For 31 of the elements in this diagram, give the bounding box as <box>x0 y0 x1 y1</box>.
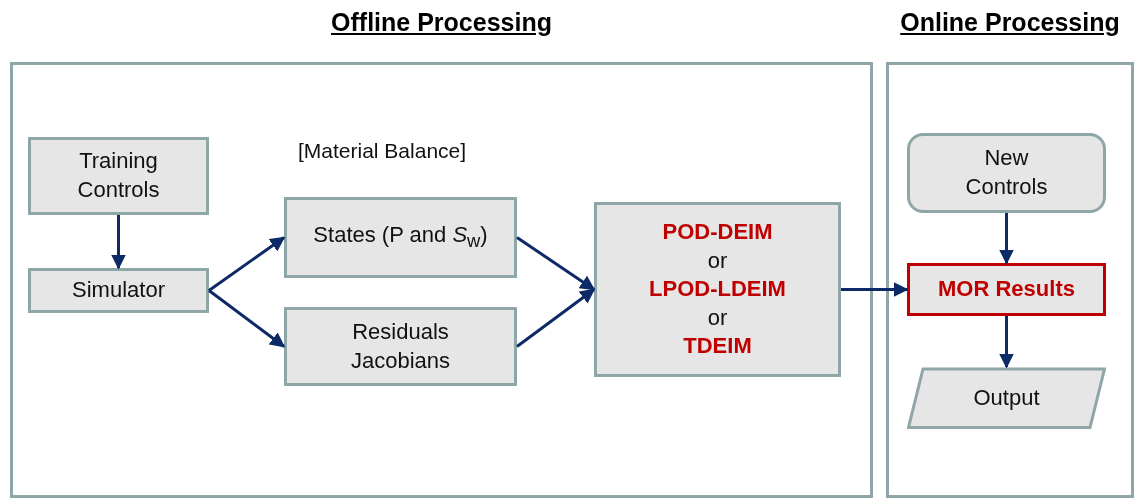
box-label: Output <box>973 383 1040 412</box>
process-box <box>28 268 209 313</box>
annotation-text: [Material Balance] <box>298 139 467 163</box>
arrow <box>208 289 286 348</box>
arrow <box>999 316 1014 369</box>
connector-word: or <box>707 246 728 275</box>
box-label: New Controls <box>964 144 1049 201</box>
highlight-box <box>907 263 1106 316</box>
connector-word: or <box>707 303 728 332</box>
method-name: LPOD-LDEIM <box>649 275 786 304</box>
process-box <box>28 137 209 215</box>
process-box <box>284 307 517 386</box>
arrow <box>208 236 286 292</box>
arrow <box>999 213 1014 265</box>
process-box <box>594 202 841 377</box>
section-heading: Offline Processing <box>330 8 553 37</box>
section-heading: Online Processing <box>899 8 1121 37</box>
box-label: Training Controls <box>76 147 161 204</box>
box-label: Residuals Jacobians <box>349 317 452 375</box>
box-label: States (P and S$_{w}$) <box>313 221 488 254</box>
method-name: POD-DEIM <box>662 218 773 246</box>
arrow <box>841 282 909 297</box>
process-box <box>284 197 517 278</box>
arrow <box>111 215 126 270</box>
arrow <box>516 288 596 348</box>
method-name: MOR Results <box>938 275 1075 304</box>
arrow <box>516 236 596 291</box>
method-name: TDEIM <box>683 332 752 361</box>
box-label: Simulator <box>72 276 165 305</box>
rounded-box <box>907 133 1106 213</box>
output-parallelogram <box>907 367 1106 429</box>
